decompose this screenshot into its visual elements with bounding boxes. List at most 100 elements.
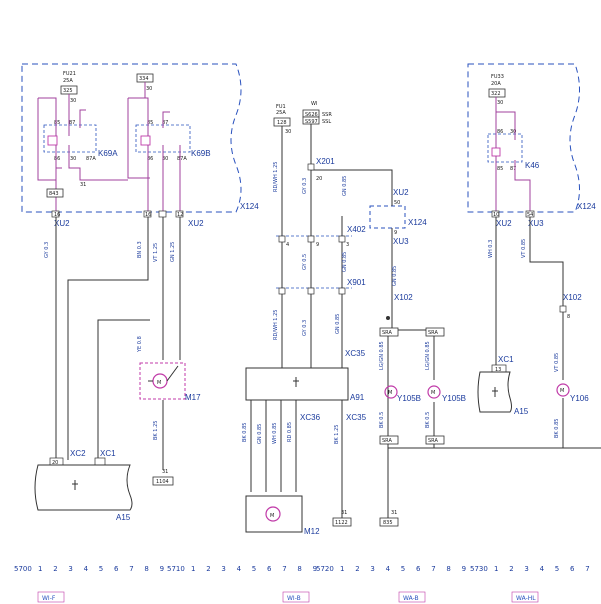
footer-ref-label: WA-B [403,595,419,602]
a15-left-symbol [72,480,78,490]
pin-16b: 16 [145,212,151,218]
ruler-digit: 3 [68,565,72,573]
x402-pin [338,235,346,243]
pin-54: 54 [527,212,533,218]
connector-xu2-c: XU2 [393,188,409,197]
connector-xc36: XC36 [300,413,321,422]
wire-bk085: BK 0.85 [242,423,248,442]
wire-gn085c: GN 0.85 [335,314,341,334]
ruler-digit: 2 [509,565,513,573]
fuse-fu33-rating: 20A [491,81,501,87]
fuse-334-pin: 334 [139,76,149,82]
relay-k46-p30: 30 [510,129,516,135]
ground-1122-label: 1122 [335,520,348,526]
m12-motor-symbol: M [270,513,274,519]
ruler-digit: 5 [252,565,256,573]
connector-x201: X201 [316,157,335,166]
relay-k46-name: K46 [525,161,540,170]
fuse-wi-l2: S597 [305,119,318,125]
relay-k69a-p87: 87 [69,120,75,126]
splice-sra-2 [425,327,445,337]
wire-ye08: YE 0.8 [137,336,143,353]
purple-wires-right [495,97,531,212]
ground-835-pin: 31 [391,510,397,516]
relay-k46-p86: 86 [497,129,503,135]
footer-ref-label: WI-F [42,595,56,602]
x201-pin [307,163,315,171]
connector-xu3-a: XU3 [393,237,409,246]
ruler-digit: 8 [446,565,450,573]
pin-x402-3: 3 [346,242,349,248]
x102-b-pin [559,305,567,313]
wire-bk125b: BK 1.25 [334,425,340,444]
fuse-fu1-rating: 25A [276,110,286,116]
ground-1122-pin: 31 [341,510,347,516]
y105b-b-icon [427,385,441,399]
wire-bk085b: BK 0.85 [554,419,560,438]
splice-sra-4 [425,435,445,445]
footer-ref-box [398,591,426,603]
splice-sra-1 [379,327,399,337]
ruler-digit: 2 [355,565,359,573]
purple-wires-left [37,82,181,212]
splice-sra-2-label: SRA [428,330,438,336]
fuse-wi-r1: SSR [322,112,332,118]
ruler-digit: 5 [555,565,559,573]
connector-x102-b: X102 [563,293,582,302]
black-wires-right [495,217,564,448]
a91-box [245,367,349,401]
wire-gy03: GY 0.3 [44,242,50,258]
component-y106: Y106 [570,394,589,403]
relay-k69a-p86: 86 [54,156,60,162]
ruler-digit: 8 [144,565,148,573]
connector-xu2-b: XU2 [188,219,204,228]
a15-right-symbol [492,387,498,397]
pin-13: 13 [495,367,501,373]
pin-box [94,457,106,466]
splice-sra-3 [379,435,399,445]
ruler-digit: 3 [524,565,528,573]
wire-gn085-m12: GN 0.85 [257,424,263,444]
a91-symbol [293,377,299,387]
fuse-fu21-pin: 325 [63,88,73,94]
connector-xu2-a: XU2 [54,219,70,228]
pin-box [158,210,167,218]
wire-bk125: BK 1.25 [153,421,159,440]
relay-k69a-coil [47,135,58,146]
fuse-wi-r2: SSL [322,119,331,125]
splice-sra-4-label: SRA [428,438,438,444]
component-y105b-a: Y105B [397,394,421,403]
ruler-digit: 9 [462,565,466,573]
footer-ref-box [37,591,65,603]
x901-pin [278,287,286,295]
wire-lggn085: LG/GN 0.85 [379,341,385,370]
relay-k69a-p30: 30 [70,156,76,162]
connector-x901: X901 [347,278,366,287]
wire-gy05: GY 0.5 [302,254,308,270]
wire-rdwh125: RD/WH 1.25 [273,162,279,192]
wire-rdwh125b: RD/WH 1.25 [273,310,279,340]
a15-left-outline [34,464,133,511]
ruler-digit: 9 [313,565,317,573]
x102-node [386,316,390,320]
module-label-x124-mid: X124 [408,218,427,227]
fuse-334-terminal: 30 [146,86,152,92]
relay-k46-p85: 85 [497,166,503,172]
pin-16a: 16 [54,212,60,218]
wire-bn03: BN 0.3 [137,241,143,258]
a15-right-outline [477,371,512,413]
wire-gn085: GN 0.85 [342,176,348,196]
m12-motor-icon [265,506,281,522]
relay-k69a-p85: 85 [54,120,60,126]
m17-motor-symbol: M [157,380,161,386]
ruler-section: 5710 [167,565,185,573]
wire-bk05b: BK 0.5 [425,412,431,428]
ground-835-box [379,517,399,527]
relay-k69b-coil [140,135,151,146]
ruler-digit: 9 [160,565,164,573]
connector-xu2-d: XU2 [496,219,512,228]
ruler-digit: 7 [431,565,435,573]
ruler-digit: 2 [206,565,210,573]
ruler-section: 5730 [470,565,488,573]
